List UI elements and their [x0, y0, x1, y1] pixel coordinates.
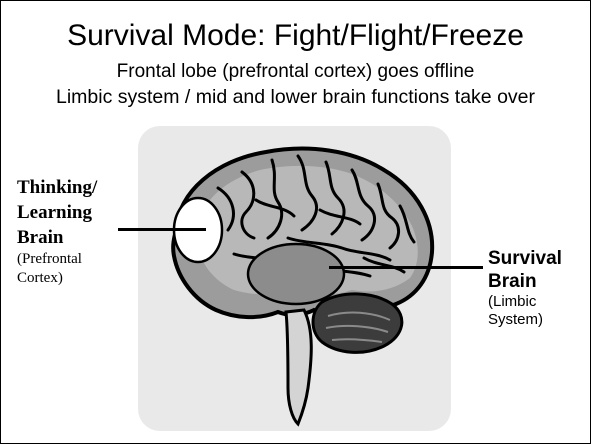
survival-brain-sub1: (Limbic	[488, 293, 562, 311]
slide-title: Survival Mode: Fight/Flight/Freeze	[1, 19, 590, 53]
limbic-system-region	[248, 244, 344, 304]
survival-brain-label: Survival Brain (Limbic System)	[488, 247, 562, 329]
slide-subtitle-1: Frontal lobe (prefrontal cortex) goes of…	[1, 61, 590, 83]
thinking-brain-sub1: (Prefrontal	[17, 250, 97, 269]
survival-brain-label-line1: Survival	[488, 247, 562, 270]
thinking-brain-sub2: Cortex)	[17, 269, 97, 288]
thinking-brain-label-line3: Brain	[17, 225, 97, 250]
thinking-brain-label-line2: Learning	[17, 200, 97, 225]
brainstem-shape	[286, 310, 311, 424]
brain-icon	[138, 126, 451, 431]
right-leader-line	[329, 266, 483, 269]
thinking-brain-label-line1: Thinking/	[17, 175, 97, 200]
survival-brain-sub2: System)	[488, 311, 562, 329]
thinking-brain-label: Thinking/ Learning Brain (Prefrontal Cor…	[17, 175, 97, 288]
slide-subtitle-2: Limbic system / mid and lower brain func…	[1, 86, 590, 108]
survival-brain-label-line2: Brain	[488, 270, 562, 293]
cerebellum-shape	[313, 294, 402, 352]
left-leader-line	[118, 228, 206, 231]
